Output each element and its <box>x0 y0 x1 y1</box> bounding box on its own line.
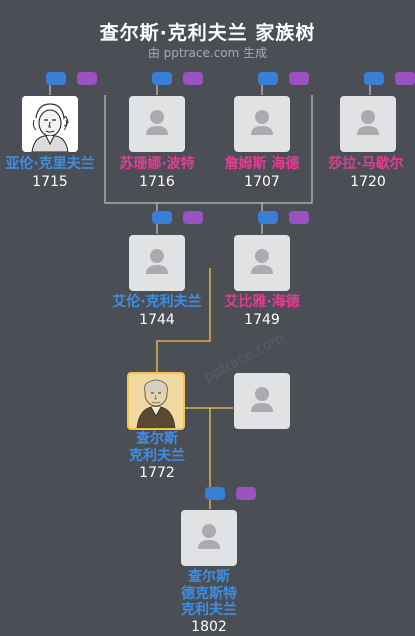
person-birth-year: 1715 <box>32 174 68 190</box>
father-badge[interactable] <box>364 72 384 85</box>
person-avatar[interactable] <box>181 510 237 566</box>
person-avatar[interactable] <box>22 96 78 152</box>
person-name[interactable]: 苏珊娜·波特 <box>119 156 195 172</box>
mother-badge[interactable] <box>395 72 415 85</box>
father-badge[interactable] <box>152 72 172 85</box>
person-name-line-1[interactable]: 查尔斯 <box>188 569 230 585</box>
person-avatar[interactable] <box>129 96 185 152</box>
mother-badge[interactable] <box>289 72 309 85</box>
mother-badge[interactable] <box>236 487 256 500</box>
person-name[interactable]: 亚伦·克里夫兰 <box>5 156 95 172</box>
father-badge[interactable] <box>258 72 278 85</box>
person-birth-year: 1720 <box>350 174 386 190</box>
mother-badge[interactable] <box>289 211 309 224</box>
mother-badge[interactable] <box>183 72 203 85</box>
placeholder-avatar-icon <box>198 524 220 549</box>
connector-james-sarah <box>210 95 313 204</box>
person-birth-year: 1749 <box>244 312 280 328</box>
father-badge[interactable] <box>258 211 278 224</box>
portrait-photo-icon <box>129 374 183 428</box>
placeholder-avatar-icon <box>146 110 168 135</box>
person-name-line-3[interactable]: 克利夫兰 <box>181 602 237 618</box>
person-birth-year: 1772 <box>139 465 175 481</box>
person-birth-year: 1802 <box>191 619 227 635</box>
connector-aaron-susanna <box>104 95 210 204</box>
person-name[interactable]: 詹姆斯 海德 <box>224 156 300 172</box>
person-birth-year: 1716 <box>139 174 175 190</box>
placeholder-avatar-icon <box>251 249 273 274</box>
mother-badge[interactable] <box>183 211 203 224</box>
person-birth-year: 1707 <box>244 174 280 190</box>
person-name[interactable]: 艾伦·克利夫兰 <box>112 294 202 310</box>
page-subtitle: 由 pptrace.com 生成 <box>147 46 268 60</box>
person-name[interactable]: 艾比雅·海德 <box>224 294 300 310</box>
portrait-photo-icon <box>22 96 78 152</box>
father-badge[interactable] <box>205 487 225 500</box>
page-title: 查尔斯·克利夫兰 家族树 <box>99 22 316 44</box>
placeholder-avatar-icon <box>251 110 273 135</box>
selected-person-avatar[interactable] <box>127 372 185 430</box>
mother-badge[interactable] <box>77 72 97 85</box>
placeholder-avatar-icon <box>146 249 168 274</box>
placeholder-avatar-icon <box>357 110 379 135</box>
person-avatar[interactable] <box>234 235 290 291</box>
person-name-line-2[interactable]: 克利夫兰 <box>129 448 185 464</box>
person-name[interactable]: 莎拉·马歇尔 <box>328 156 404 172</box>
person-avatar[interactable] <box>234 96 290 152</box>
person-avatar[interactable] <box>129 235 185 291</box>
father-badge[interactable] <box>152 211 172 224</box>
person-name-line-2[interactable]: 德克斯特 <box>181 586 237 602</box>
person-avatar[interactable] <box>340 96 396 152</box>
person-birth-year: 1744 <box>139 312 175 328</box>
placeholder-avatar-icon <box>251 387 273 412</box>
connector-allen-abiah <box>156 268 211 372</box>
person-name-line-1[interactable]: 查尔斯 <box>136 431 178 447</box>
father-badge[interactable] <box>46 72 66 85</box>
spouse-avatar[interactable] <box>234 373 290 429</box>
